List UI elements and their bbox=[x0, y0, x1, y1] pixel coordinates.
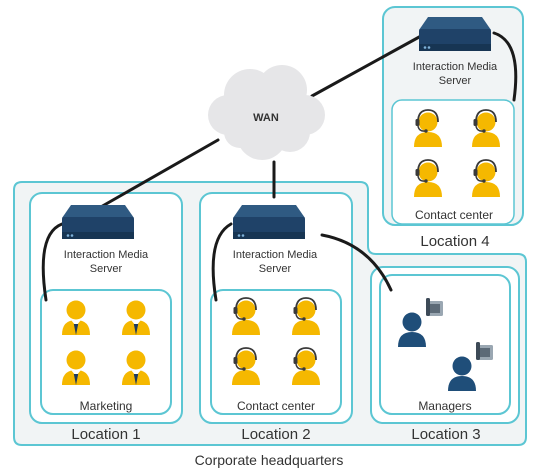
location2-server-label-line1: Interaction Media bbox=[233, 249, 318, 261]
location2-server-icon bbox=[233, 205, 305, 239]
network-links bbox=[41, 31, 518, 302]
managers-group-label: Managers bbox=[418, 399, 471, 413]
location-3-label: Location 3 bbox=[411, 426, 480, 443]
location2-server-to-managers-link bbox=[320, 233, 393, 292]
managers-group bbox=[379, 274, 511, 415]
headquarters-label: Corporate headquarters bbox=[195, 452, 344, 468]
location1-server-icon bbox=[62, 205, 134, 239]
location4-server-icon bbox=[419, 17, 491, 51]
marketing-group-label: Marketing bbox=[80, 399, 133, 413]
location4-server-label-line1: Interaction Media bbox=[413, 61, 498, 73]
location4-server-to-agents-link bbox=[492, 31, 518, 102]
marketing-group bbox=[40, 289, 172, 415]
location-1-label: Location 1 bbox=[71, 426, 140, 443]
location2-server-label-line2: Server bbox=[259, 263, 292, 275]
contact-center-group-loc2 bbox=[210, 289, 342, 415]
location1-server-label-line1: Interaction Media bbox=[64, 249, 149, 261]
wan-cloud-icon bbox=[208, 65, 325, 160]
location-4-label: Location 4 bbox=[420, 233, 489, 250]
location2-server-to-agents-link bbox=[211, 222, 233, 302]
location4-server-label-line2: Server bbox=[439, 75, 472, 87]
location1-server-to-marketing-link bbox=[41, 222, 64, 302]
wan-to-location1-link bbox=[90, 138, 220, 214]
location4-group-label: Contact center bbox=[415, 208, 493, 222]
wan-label: WAN bbox=[253, 112, 279, 124]
location2-group-label: Contact center bbox=[237, 399, 315, 413]
wan-to-location4-link bbox=[310, 34, 423, 98]
location-2-label: Location 2 bbox=[241, 426, 310, 443]
location1-server-label-line2: Server bbox=[90, 263, 123, 275]
